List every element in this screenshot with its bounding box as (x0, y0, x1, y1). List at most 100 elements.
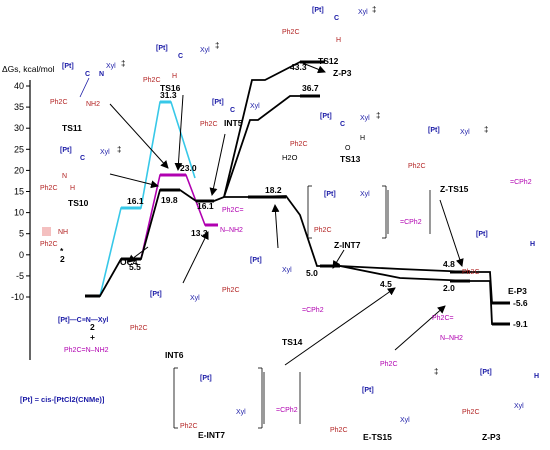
structure-zts15: [Pt] Xyl ‡ Ph2C =CPh2 (408, 125, 532, 186)
energy-values: 31.3 23.0 16.1 19.8 16.1 18.2 13.3 5.5 4… (127, 62, 528, 329)
svg-text:N–NH2: N–NH2 (220, 227, 243, 234)
energy-int5: 19.8 (161, 195, 178, 205)
structure-ts16: [Pt] C Xyl ‡ Ph2C H (143, 41, 219, 84)
svg-text:‡: ‡ (484, 125, 488, 134)
energy-ts10: 16.1 (127, 196, 144, 206)
svg-text:H: H (360, 135, 365, 142)
y-tick-label: 35 (14, 102, 24, 112)
svg-text:[Pt]: [Pt] (200, 375, 212, 382)
svg-text:Xyl: Xyl (360, 115, 370, 122)
svg-text:‡: ‡ (215, 41, 219, 50)
svg-text:H: H (336, 37, 341, 44)
structure-int5: [Pt] C Xyl Ph2C (200, 99, 260, 128)
pointer-arrows (109, 61, 464, 366)
svg-text:‡: ‡ (121, 59, 125, 68)
structure-ets15: [Pt] Xyl ‡ Ph2C Ph2C (330, 361, 438, 434)
structure-ts13: [Pt] C Xyl ‡ Ph2C O H (290, 111, 380, 152)
svg-text:Xyl: Xyl (358, 9, 368, 16)
structure-ts14: [Pt] Xyl Ph2C =CPh2 (222, 257, 324, 314)
y-tick-label: 15 (14, 187, 24, 197)
svg-text:[Pt]: [Pt] (362, 387, 374, 394)
label-eint7: E-INT7 (198, 430, 225, 440)
svg-text:Ph2C: Ph2C (180, 423, 198, 430)
svg-text:[Pt]: [Pt] (320, 113, 332, 120)
svg-text:Xyl: Xyl (250, 103, 260, 110)
svg-text:[Pt]: [Pt] (150, 291, 162, 298)
label-zint7: Z-INT7 (334, 240, 361, 250)
svg-text:Ph2C: Ph2C (282, 29, 300, 36)
svg-text:[Pt]: [Pt] (60, 147, 72, 154)
svg-text:Ph2C: Ph2C (290, 141, 308, 148)
svg-text:Ph2C: Ph2C (314, 227, 332, 234)
svg-text:[Pt]: [Pt] (476, 231, 488, 238)
structure-free-hydrazone-mid: Ph2C= N–NH2 (220, 207, 244, 234)
structure-zint7: [Pt] Xyl Ph2C =CPh2 (307, 185, 431, 239)
svg-text:Ph2C: Ph2C (50, 99, 68, 106)
svg-text:Ph2C: Ph2C (200, 121, 218, 128)
svg-text:[Pt]: [Pt] (312, 7, 324, 14)
y-tick-label: 0 (19, 250, 24, 260)
svg-text:C: C (340, 121, 345, 128)
structure-int6: [Pt] Xyl Ph2C (130, 291, 200, 332)
svg-text:H: H (530, 241, 535, 248)
svg-text:Ph2C=: Ph2C= (432, 315, 454, 322)
energy-levels (85, 60, 510, 326)
svg-text:Xyl: Xyl (200, 47, 210, 54)
energy-ep3: -5.6 (513, 298, 528, 308)
svg-text:Ph2C=: Ph2C= (222, 207, 244, 214)
label-oc4: OC4 (120, 257, 138, 267)
y-tick-label: 10 (14, 208, 24, 218)
svg-text:C: C (85, 71, 90, 78)
svg-text:Xyl: Xyl (360, 191, 370, 198)
structure-labels: TS11 TS16 TS10 INT5 TS12 Z-P3 TS13 H2O O… (60, 56, 527, 442)
svg-text:Xyl: Xyl (100, 149, 110, 156)
structure-ts11: [Pt] C N Xyl ‡ Ph2C NH2 (50, 59, 125, 108)
pt-legend: [Pt] = cis-[PtCl2(CNMe)] (20, 395, 105, 404)
energy-int5b: 16.1 (197, 201, 214, 211)
label-star: * (60, 246, 64, 256)
energy-ets15: 4.5 (380, 279, 392, 289)
structure-zp3: [Pt] Xyl H Ph2C (462, 369, 539, 416)
svg-text:Xyl: Xyl (282, 267, 292, 274)
svg-text:[Pt]: [Pt] (324, 191, 336, 198)
energy-ts16: 23.0 (180, 163, 197, 173)
svg-text:Ph2C: Ph2C (40, 185, 58, 192)
svg-text:C: C (178, 53, 183, 60)
svg-text:Ph2C: Ph2C (462, 409, 480, 416)
label-ts10: TS10 (68, 198, 89, 208)
svg-text:N: N (62, 173, 67, 180)
svg-text:Xyl: Xyl (400, 417, 410, 424)
svg-text:=CPh2: =CPh2 (276, 407, 298, 414)
svg-text:Xyl: Xyl (514, 403, 524, 410)
svg-text:=CPh2: =CPh2 (510, 179, 532, 186)
svg-text:H: H (172, 73, 177, 80)
label-ts12: TS12 (318, 56, 339, 66)
label-h2o: H2O (282, 153, 298, 162)
svg-text:=CPh2: =CPh2 (400, 219, 422, 226)
energy-ts11: 31.3 (160, 90, 177, 100)
label-zp3-bottom: Z-P3 (482, 432, 501, 442)
svg-text:H: H (534, 373, 539, 380)
svg-text:Ph2C=N–NH2: Ph2C=N–NH2 (64, 347, 109, 354)
svg-text:‡: ‡ (117, 145, 121, 154)
svg-text:[Pt]: [Pt] (212, 99, 224, 106)
energy-ts12: 43.3 (290, 62, 307, 72)
svg-text:NH2: NH2 (86, 101, 100, 108)
label-zp3-top: Z-P3 (333, 68, 352, 78)
structure-ep3: [Pt] H Ph2C (462, 231, 535, 276)
label-int5: INT5 (224, 118, 243, 128)
y-tick-label: 40 (14, 81, 24, 91)
structure-ts12: [Pt] C Xyl ‡ Ph2C H (282, 5, 376, 44)
energy-zint7: 5.0 (306, 268, 318, 278)
svg-text:Ph2C: Ph2C (408, 163, 426, 170)
reactant-hydrazone: NH Ph2C (40, 227, 68, 248)
energy-eint7: 2.0 (443, 283, 455, 293)
y-tick-label: 30 (14, 123, 24, 133)
label-ts14: TS14 (282, 337, 303, 347)
label-plus: + (90, 332, 95, 342)
svg-text:[Pt]: [Pt] (480, 369, 492, 376)
svg-text:C: C (334, 15, 339, 22)
svg-text:[Pt]: [Pt] (250, 257, 262, 264)
